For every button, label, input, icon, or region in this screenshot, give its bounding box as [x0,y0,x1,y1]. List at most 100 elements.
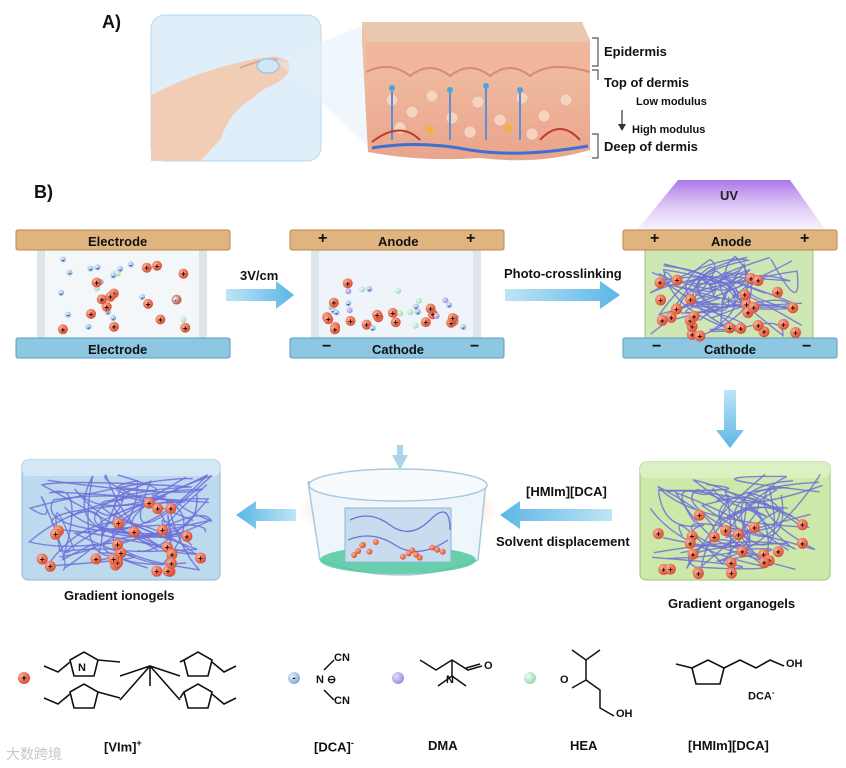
charge-sign-icon: + [668,565,673,574]
charge-sign-icon: + [154,567,159,576]
anion-ion [110,272,117,279]
cation-ion [372,538,379,545]
cation-ion [345,315,356,326]
charge-sign-icon: + [692,312,697,321]
anion-ion [117,266,124,273]
charge-sign-icon: + [185,532,190,541]
cation-ion [96,294,107,305]
cation-ion [409,547,416,554]
hea-atom-oh: OH [616,708,633,720]
dca-atom-cn1: CN [334,652,350,664]
dma-atom-o: O [484,660,493,672]
charge-sign-icon: - [107,311,109,317]
charge-sign-icon: + [658,296,663,305]
cation-ion [725,557,737,569]
charge-sign-icon: + [115,559,120,568]
cation-ion [355,547,362,554]
cation-ion [777,318,789,330]
charge-sign-icon: - [67,314,69,320]
charge-sign-icon: - [130,264,132,270]
charge-sign-icon: + [166,567,171,576]
cell2-minus-right-icon: − [470,338,480,355]
dca-atom-n: N ⊖ [316,674,337,686]
cation-ion [57,324,68,335]
anion-ion [446,301,453,308]
cation-ion [165,557,177,569]
charge-sign-icon: - [417,311,419,317]
hea-monomer [180,316,187,323]
charge-sign-icon: + [660,316,665,325]
cation-ion [85,308,96,319]
polymer-chain [685,481,820,569]
anion-ion [369,325,376,332]
cation-ion [787,302,799,314]
cation-ion [758,557,770,569]
charge-sign-icon: + [723,527,728,536]
charge-sign-icon: + [89,310,94,319]
charge-sign-icon: + [775,288,780,297]
cation-ion [684,537,696,549]
legend-hmim-label: [HMIm][DCA] [688,738,769,753]
charge-sign-icon: + [94,278,99,287]
cation-ion [735,322,747,334]
cell2-plus-right-icon: + [466,230,476,247]
cell3-minus-right-icon: − [802,338,812,355]
cation-ion [101,301,112,312]
cation-ion [361,319,372,330]
charge-sign-icon: + [428,304,433,313]
charge-sign-icon: + [108,293,113,302]
polymer-chain [28,477,193,571]
cell-2-ions: +-+--++-++--+++++--++-++--+++ [322,278,467,335]
charge-sign-icon: + [169,559,174,568]
legend-dca-label: [DCA]- [314,738,354,755]
charge-sign-icon: + [333,325,338,334]
charge-sign-icon: + [669,313,674,322]
skin-section [362,22,591,161]
charge-sign-icon: - [62,259,64,265]
charge-sign-icon: + [729,559,734,568]
anion-ion [333,309,340,316]
cation-ion [413,551,420,558]
vim-structure [43,651,237,709]
anion-ion [139,294,146,301]
cell1-top-label: Electrode [88,234,148,249]
charge-sign-icon: + [751,303,756,312]
charge-sign-icon: + [144,264,149,273]
arrow-to-ionogel [236,501,296,529]
cation-ion [372,309,383,320]
cation-ion [687,548,699,560]
charge-sign-icon: + [744,300,749,309]
polymer-chain [93,474,213,552]
step-photo-label: Photo-crosslinking [504,266,622,281]
cation-ion [390,317,401,328]
charge-sign-icon: + [181,270,186,279]
charge-sign-icon: - [335,311,337,317]
cation-ion [342,278,353,289]
cation-ion [796,537,808,549]
label-deep-dermis: Deep of dermis [604,139,698,154]
cation-ion [439,548,446,555]
charge-sign-icon: - [69,272,71,278]
charge-sign-icon: + [661,566,666,575]
anion-ion [65,311,72,318]
step-solvent-label: Solvent displacement [496,534,630,549]
hea-monomer [407,309,414,316]
charge-sign-icon: + [48,562,53,571]
arrow-down [716,390,744,448]
anion-ion [66,269,73,276]
ionogel-label: Gradient ionogels [64,588,175,603]
cell3-top-label: Anode [711,234,752,249]
cation-ion [387,307,398,318]
charge-sign-icon: + [111,555,116,564]
cation-ion [323,314,334,325]
charge-sign-icon: + [158,316,163,325]
hea-atom-o: O [560,674,569,686]
cation-ion [796,519,808,531]
watermark: 大数跨境 [6,747,62,763]
cation-ion [178,268,189,279]
charge-sign-icon: - [415,306,417,312]
label-low-modulus: Low modulus [636,96,707,108]
charge-sign-icon: + [746,309,751,318]
charge-sign-icon: + [740,547,745,556]
